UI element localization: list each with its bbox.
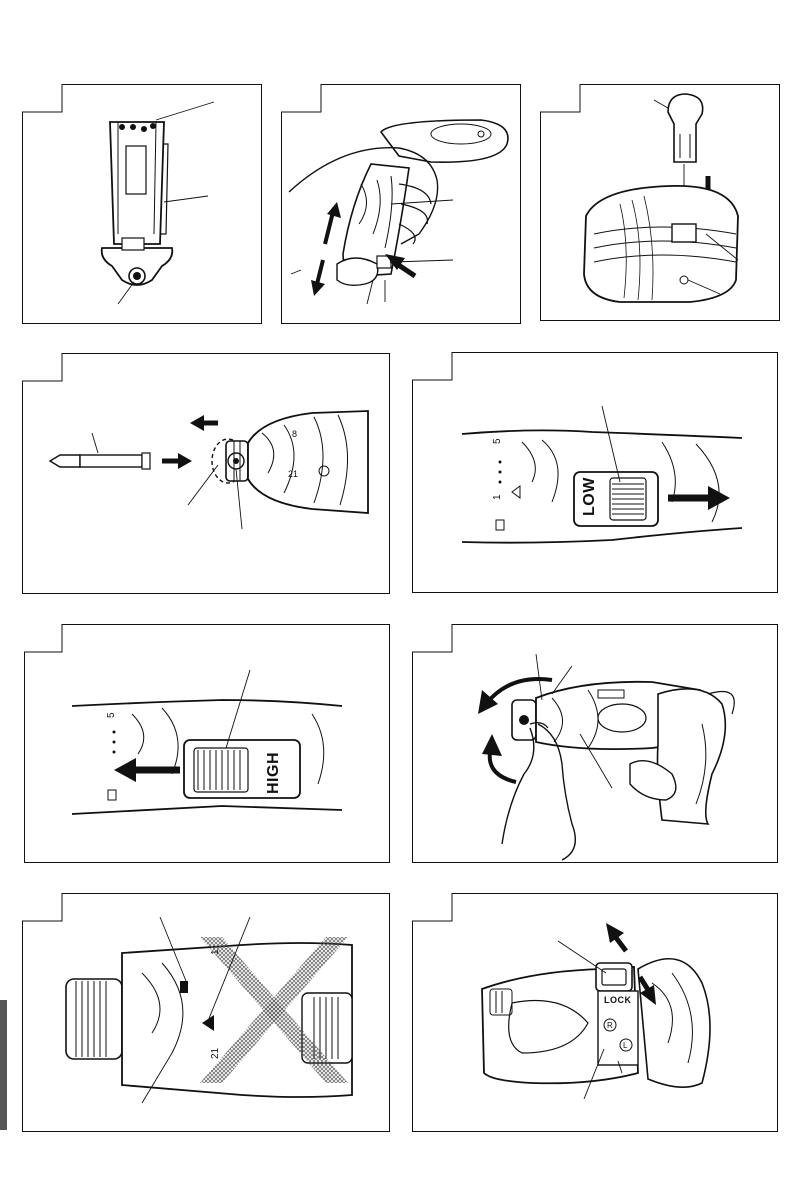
figure-3-drawing: [540, 84, 780, 324]
fig8-tick-1: 1: [210, 949, 221, 955]
fig5-tick-1: 1: [492, 494, 503, 500]
fig4-scale-tick-2: 21: [288, 469, 298, 479]
figure-7-drawing: [412, 624, 778, 864]
figure-4-drawing: 8 21: [22, 353, 390, 595]
fig4-scale-tick: 8: [292, 429, 297, 439]
figure-4-bit-insertion-panel: 8 21: [22, 353, 390, 595]
page-edge-marker: [0, 1000, 7, 1130]
figure-8-drawing: 1 21: [22, 893, 390, 1133]
fig9-l-label: L: [623, 1041, 628, 1050]
fig6-tick-5: 5: [106, 712, 117, 718]
figure-5-drawing: LOW 5 1: [412, 352, 778, 594]
figure-1-drawing: [22, 84, 262, 324]
figure-9-lock-panel: LOCK R L: [412, 893, 778, 1133]
fig5-tick-5: 5: [492, 438, 503, 444]
fig9-r-label: R: [607, 1021, 613, 1030]
figure-6-drawing: HIGH 5: [22, 624, 390, 864]
figure-6-speed-high-panel: HIGH 5: [22, 624, 390, 864]
figure-2-drawing: [281, 84, 521, 324]
figure-1-battery-panel: [22, 84, 262, 324]
fig9-lock-label: LOCK: [604, 995, 632, 1005]
figure-9-drawing: LOCK R L: [412, 893, 778, 1133]
figure-3-charger-panel: [540, 84, 780, 324]
figure-8-clutch-wrong-panel: 1 21: [22, 893, 390, 1133]
fig6-switch-label: HIGH: [265, 752, 282, 794]
figure-5-speed-low-panel: LOW 5 1: [412, 352, 778, 594]
figure-2-battery-removal-panel: [281, 84, 521, 324]
fig8-tick-21: 21: [210, 1047, 221, 1059]
figure-7-clutch-adjust-panel: [412, 624, 778, 864]
fig5-switch-label: LOW: [581, 477, 598, 516]
